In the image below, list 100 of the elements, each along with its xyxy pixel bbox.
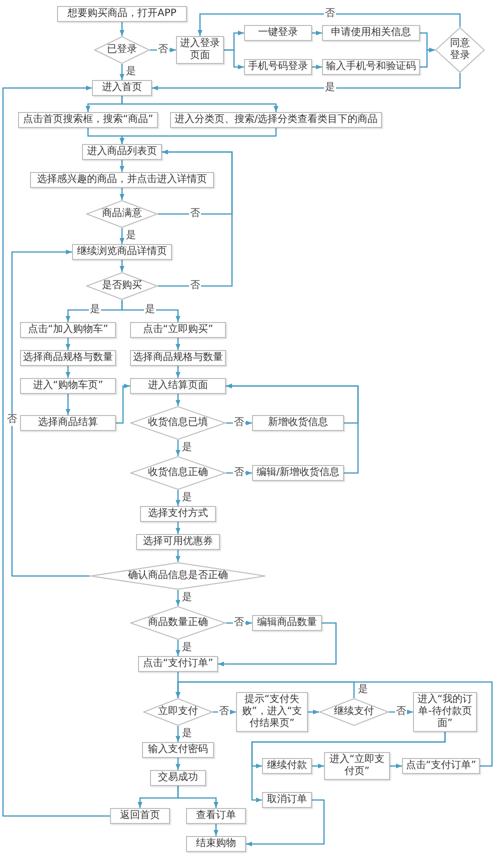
arrow — [176, 366, 180, 378]
process-box — [57, 6, 187, 22]
arrow — [214, 824, 218, 836]
step-label: 输入手机号和验证码 — [326, 61, 416, 73]
process-box — [82, 144, 162, 160]
process-box — [130, 350, 226, 366]
edge-label: 是 — [181, 442, 193, 454]
decision-label: 商品数量正确 — [148, 617, 208, 629]
edge-label: 否 — [324, 8, 336, 20]
process-box — [18, 112, 158, 128]
process-box — [30, 172, 214, 188]
process-box — [324, 752, 390, 780]
arrow — [120, 188, 124, 200]
decision-diamond — [435, 27, 485, 73]
arrow — [116, 384, 130, 424]
arrow — [176, 522, 180, 534]
step-label: 返回首页 — [120, 810, 160, 822]
process-box — [186, 836, 246, 852]
edge-label: 否 — [233, 467, 245, 479]
arrow — [176, 681, 493, 767]
arrow — [66, 366, 70, 378]
arrow — [11, 250, 90, 577]
step-label: 查看订单 — [196, 810, 236, 822]
edge-label: 是 — [181, 492, 193, 504]
arrow — [226, 470, 252, 476]
arrow — [420, 48, 435, 68]
edge-label: 否 — [157, 44, 169, 56]
decision-label: 已登录 — [107, 44, 137, 56]
process-box — [322, 59, 420, 75]
step-label: 选择支付方式 — [148, 508, 208, 520]
arrow — [176, 440, 180, 456]
arrow — [121, 96, 278, 112]
arrow — [226, 420, 252, 426]
arrow — [120, 160, 124, 172]
process-box — [402, 758, 480, 774]
step-label: 进入商品列表页 — [87, 146, 157, 158]
arrow — [150, 48, 176, 52]
process-box — [92, 80, 152, 96]
edge-label: 是 — [144, 304, 156, 316]
process-box — [322, 25, 420, 41]
edge-label: 是 — [181, 642, 193, 654]
arrow — [389, 710, 413, 714]
edge-label: 否 — [233, 617, 245, 629]
arrow — [176, 758, 180, 770]
process-box — [262, 792, 312, 808]
step-label: 点击首页搜索框，搜索“商品” — [22, 114, 154, 126]
arrow — [120, 64, 124, 80]
step-label: 结束购物 — [196, 838, 236, 850]
step-label: 点击“支付订单” — [142, 658, 214, 670]
process-box — [138, 656, 218, 672]
step-label: 选择商品结算 — [38, 417, 98, 429]
decision-label: 同意登录 — [449, 38, 471, 62]
decision-diamond — [90, 562, 266, 590]
edge-label: 是 — [181, 592, 193, 604]
arrow — [218, 622, 337, 666]
decision-diamond — [94, 36, 150, 64]
arrow — [158, 150, 233, 287]
step-label: 取消订单 — [267, 794, 307, 806]
edge-label: 是 — [357, 684, 369, 696]
arrow — [390, 764, 402, 768]
arrow — [176, 640, 180, 656]
process-box — [170, 112, 382, 128]
edge-label: 否 — [218, 706, 230, 718]
arrow — [176, 726, 180, 742]
arrow — [308, 710, 319, 714]
step-label: 选择商品规格与数量 — [133, 352, 223, 364]
arrow — [2, 86, 110, 817]
arrow — [312, 30, 322, 36]
step-label: 点击“立即购买” — [142, 324, 214, 336]
arrow — [152, 73, 461, 90]
step-label: 提示“支付失败”，进入“支付结果页” — [240, 694, 304, 730]
edge-label: 是 — [125, 66, 137, 78]
step-label: 新增收货信息 — [268, 417, 328, 429]
step-label: 继续浏览商品详情页 — [77, 246, 167, 258]
edge-label: 否 — [233, 417, 245, 429]
arrow — [176, 338, 180, 350]
step-label: 想要购买商品，打开APP — [68, 8, 176, 20]
arrow — [120, 22, 124, 36]
arrow — [66, 338, 70, 350]
decision-diamond — [143, 698, 213, 726]
step-label: 编辑/新增收货信息 — [256, 467, 340, 479]
arrow — [312, 64, 322, 70]
arrow — [120, 128, 277, 144]
step-label: 选择商品规格与数量 — [23, 352, 113, 364]
step-label: 输入支付密码 — [148, 744, 208, 756]
process-box — [130, 378, 226, 394]
decision-label: 继续支付 — [334, 706, 374, 718]
decision-label: 商品满意 — [102, 208, 142, 220]
arrow — [251, 732, 446, 802]
decision-diamond — [130, 406, 226, 440]
decision-diamond — [86, 200, 158, 228]
edge-label: 是 — [125, 230, 137, 242]
step-label: 进入“立即支付页” — [328, 754, 386, 778]
process-box — [262, 758, 312, 774]
process-box — [110, 808, 170, 824]
arrow — [198, 13, 461, 36]
step-label: 进入“购物车页” — [32, 380, 104, 392]
process-box — [252, 615, 322, 631]
process-box — [150, 770, 206, 786]
step-label: 手机号码登录 — [248, 61, 308, 73]
